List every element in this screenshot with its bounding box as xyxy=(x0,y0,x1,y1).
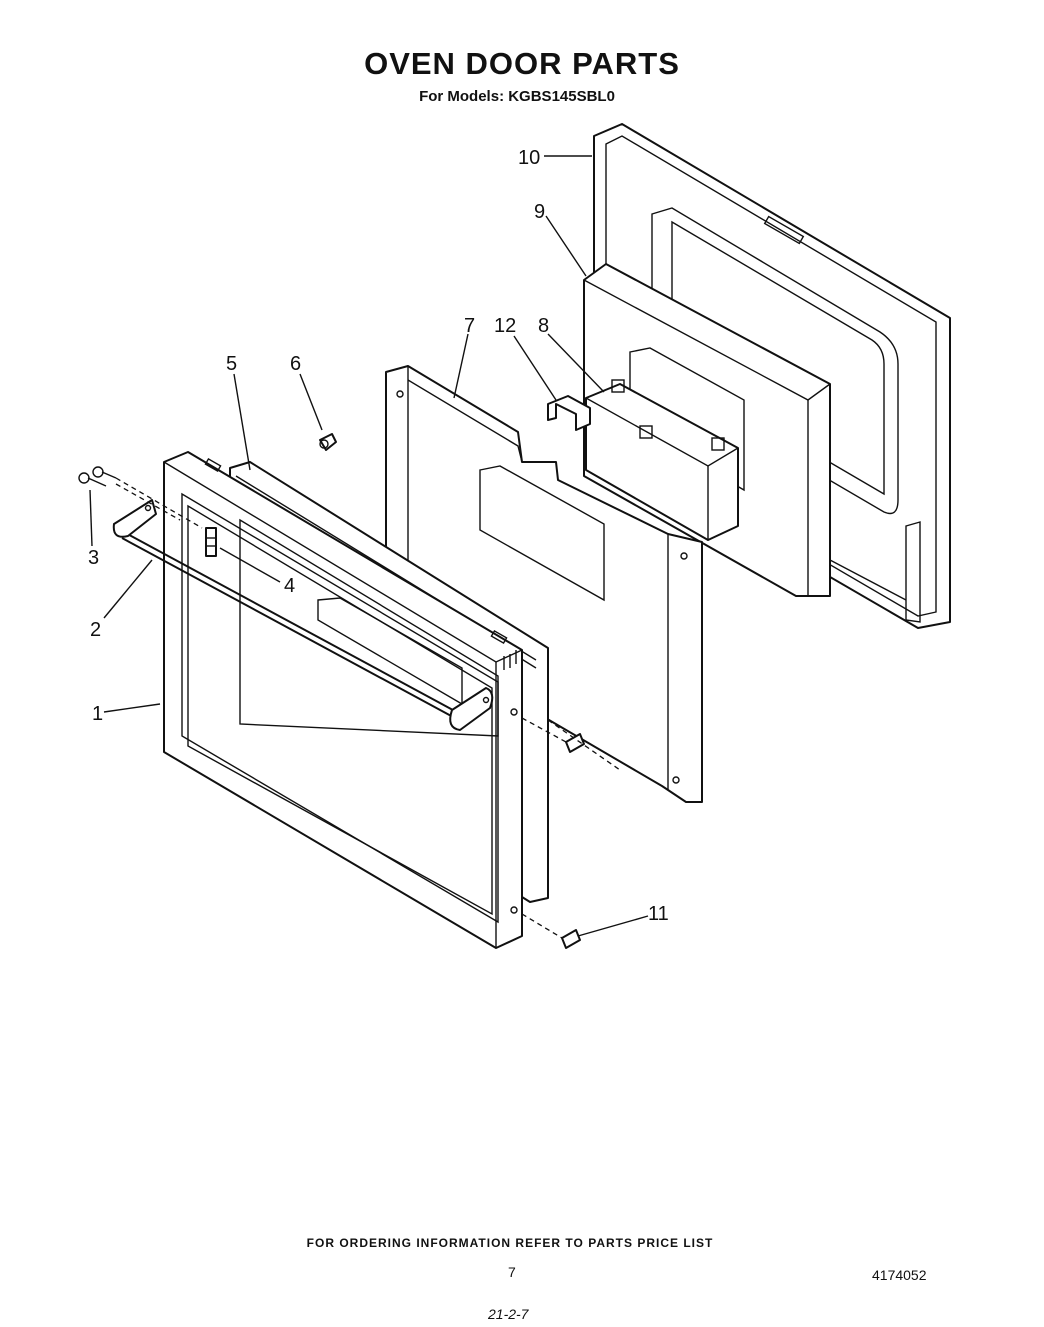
callout-12: 12 xyxy=(494,315,516,337)
callout-10: 10 xyxy=(518,147,540,169)
callout-5: 5 xyxy=(226,353,237,375)
part-9-insulation xyxy=(583,263,831,597)
callout-3: 3 xyxy=(88,547,99,569)
handwritten-note: 21-2-7 xyxy=(488,1306,529,1322)
page-number: 7 xyxy=(508,1264,516,1280)
part-4-clip xyxy=(205,527,217,557)
part-3-screws xyxy=(78,466,203,529)
ordering-note: FOR ORDERING INFORMATION REFER TO PARTS … xyxy=(306,1236,714,1250)
part-12-small-bracket xyxy=(547,395,591,431)
callout-11: 11 xyxy=(648,903,669,925)
part-8-bracket-box xyxy=(585,379,739,541)
callout-6: 6 xyxy=(290,353,301,375)
callout-4: 4 xyxy=(284,575,295,597)
part-6-screw xyxy=(319,433,337,451)
callout-2: 2 xyxy=(90,619,101,641)
document-number: 4174052 xyxy=(872,1267,927,1283)
callout-9: 9 xyxy=(534,201,545,223)
page-title: OVEN DOOR PARTS xyxy=(364,46,680,81)
models-subtitle: For Models: KGBS145SBL0 xyxy=(419,88,615,105)
part-1-door-frame xyxy=(163,451,523,949)
leader-lines xyxy=(89,155,649,937)
callout-8: 8 xyxy=(538,315,549,337)
part-2-handle xyxy=(112,499,494,731)
callout-labels: 1 2 3 4 5 6 7 8 9 10 11 12 xyxy=(88,147,669,925)
part-11-screws xyxy=(521,717,621,949)
callout-1: 1 xyxy=(92,703,103,725)
callout-7: 7 xyxy=(464,315,475,337)
